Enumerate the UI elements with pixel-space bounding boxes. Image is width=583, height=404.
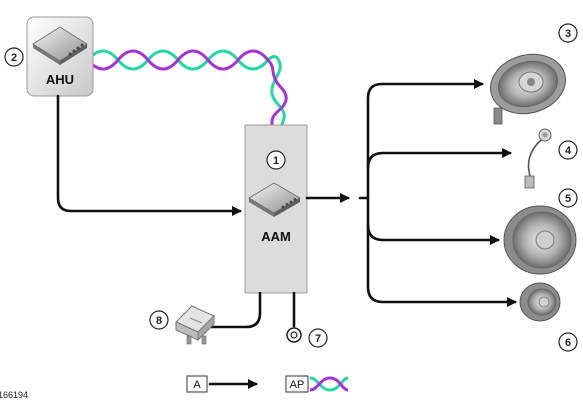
callout-7-label: 7: [315, 333, 321, 345]
callout-6: 6: [558, 332, 578, 352]
callout-1-label: 1: [273, 155, 279, 167]
callout-3: 3: [558, 23, 578, 43]
tweeter-connector-icon: [524, 128, 552, 189]
callout-7: 7: [308, 328, 328, 348]
callout-2-label: 2: [11, 52, 17, 64]
speaker-elliptical-icon: [490, 53, 566, 125]
callout-1: 1: [266, 150, 286, 170]
ahu-label: AHU: [46, 72, 74, 87]
callout-8-label: 8: [156, 315, 162, 327]
callout-5: 5: [558, 188, 578, 208]
aam-label: AAM: [261, 229, 291, 244]
speaker-tweeter-icon: [519, 282, 561, 322]
fuse-icon: [175, 305, 215, 345]
callout-6-label: 6: [565, 337, 571, 349]
legend: A AP: [186, 375, 349, 393]
legend-analog-box: [186, 375, 208, 393]
ground-eyelet-icon: [286, 327, 302, 343]
speaker-bus-wire: [358, 79, 484, 200]
callout-8: 8: [149, 310, 169, 330]
ahu-chip-icon: [32, 26, 88, 65]
callout-2: 2: [4, 47, 24, 67]
callout-3-label: 3: [565, 28, 571, 40]
callout-4-label: 4: [565, 145, 572, 157]
callout-5-label: 5: [565, 193, 571, 205]
ahu-to-aam-wire: [56, 94, 242, 216]
legend-optical-box: [285, 375, 309, 393]
figure-id: E166194: [0, 390, 28, 400]
legend-analog-label: A: [193, 379, 201, 391]
fuse-wire: [209, 291, 262, 329]
speaker-round-icon: [503, 205, 577, 275]
twisted-pair-link: [86, 49, 288, 126]
legend-twisted-pair-icon: [309, 376, 349, 392]
aam-module: AAM: [244, 124, 308, 294]
ahu-module: AHU: [26, 16, 94, 97]
legend-optical-label: AP: [290, 379, 305, 391]
wiring: [56, 79, 517, 329]
aam-chip-icon: [248, 182, 301, 217]
callout-4: 4: [558, 140, 578, 160]
